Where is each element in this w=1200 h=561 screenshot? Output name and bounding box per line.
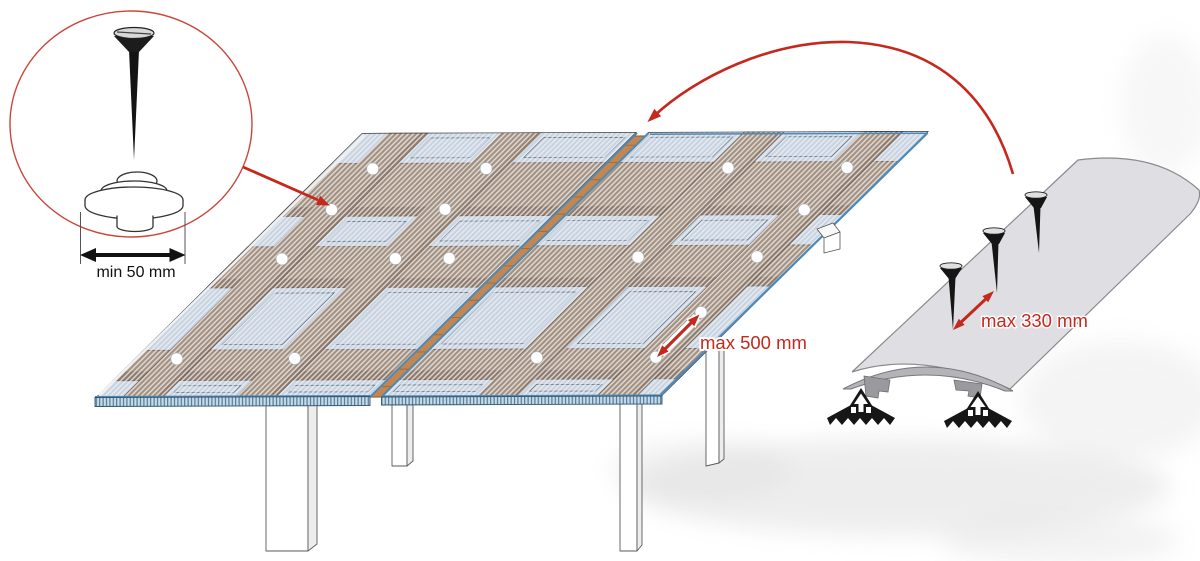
screw-dot — [721, 161, 735, 175]
near-edge-blue-right — [381, 394, 663, 398]
double-arrow-icon — [955, 293, 992, 328]
min-spread-label: min 50 mm — [96, 264, 175, 281]
screw-dot — [479, 162, 493, 175]
cap-screw-spacing-label: max 330 mm — [981, 310, 1088, 331]
support-post — [619, 402, 643, 552]
support-post — [705, 343, 725, 467]
screw-spacing-label: max 500 mm — [700, 332, 807, 353]
anchor-clip-icon — [944, 391, 1012, 428]
roof-panel-left — [95, 132, 637, 398]
shadow-blob — [940, 515, 1180, 561]
panel-front-edges — [94, 395, 663, 407]
near-edge-blue-left — [94, 394, 371, 398]
screw-dot — [366, 162, 380, 176]
screw-dot — [840, 161, 854, 174]
callout-circle — [9, 10, 253, 238]
screw-dot — [442, 252, 456, 265]
screw-dot — [631, 250, 645, 264]
cap-profile-detail: max 330 mm — [827, 157, 1200, 428]
anchor-clip-icon — [827, 388, 895, 425]
screw-dot — [530, 351, 544, 364]
joint-edge-blue-right — [381, 132, 650, 398]
far-edge-blue — [649, 132, 929, 135]
cap-profile-body — [851, 157, 1200, 390]
multiwall-edge-right — [381, 395, 663, 406]
cap-washer-icon — [84, 171, 184, 233]
detail-callout: min 50 mm — [9, 10, 330, 281]
joint-edge-blue-left — [369, 132, 638, 398]
curved-arrow-icon — [653, 40, 1015, 175]
screw-dot — [170, 352, 184, 366]
shadow-blob — [610, 440, 790, 500]
shadow-blob — [1020, 340, 1200, 460]
shadow-blob — [1120, 35, 1200, 175]
roof-panels — [95, 131, 929, 398]
arrowhead-icon — [657, 345, 669, 357]
callout-arrow — [242, 165, 319, 202]
background-shadows — [610, 35, 1200, 561]
panel-left-edge-highlight — [98, 134, 366, 397]
double-arrow-icon — [661, 317, 697, 353]
panel-edge-lines — [94, 132, 929, 398]
support-posts — [265, 343, 725, 552]
spacing-annotation-330: max 330 mm — [953, 291, 1089, 333]
roof-panel-right — [381, 131, 929, 397]
screw-icon — [1024, 191, 1048, 253]
support-post — [391, 402, 414, 467]
screw-dot — [438, 202, 452, 216]
arrowhead-icon — [688, 314, 700, 327]
arrowhead-icon — [169, 248, 186, 262]
arrowhead-icon — [953, 318, 965, 330]
screw-icon — [982, 227, 1006, 293]
screw-dot — [797, 203, 811, 217]
spacing-annotation-500: max 500 mm — [655, 312, 809, 359]
screw-icon — [113, 26, 155, 160]
rafter-end-box — [816, 222, 841, 254]
arrowhead-icon — [80, 248, 96, 262]
support-post — [265, 401, 318, 552]
right-edge-blue — [660, 132, 928, 396]
joint-curved-arrow — [647, 40, 1015, 175]
arrowhead-icon — [647, 108, 662, 123]
arrowhead-icon — [982, 291, 994, 303]
cap-profile-leg — [953, 379, 983, 399]
cap-profile-rim — [842, 366, 1014, 392]
screw-dot — [389, 252, 402, 265]
screw-icon — [939, 262, 963, 330]
screw-dot — [325, 203, 338, 217]
screw-dot — [288, 352, 302, 365]
cap-profile-leg — [863, 375, 891, 399]
screw-dot — [275, 252, 289, 266]
multiwall-edge-left — [94, 396, 371, 407]
screw-dot — [750, 250, 764, 264]
arrowhead-icon — [316, 195, 330, 206]
dimension-min-50: min 50 mm — [80, 212, 186, 281]
